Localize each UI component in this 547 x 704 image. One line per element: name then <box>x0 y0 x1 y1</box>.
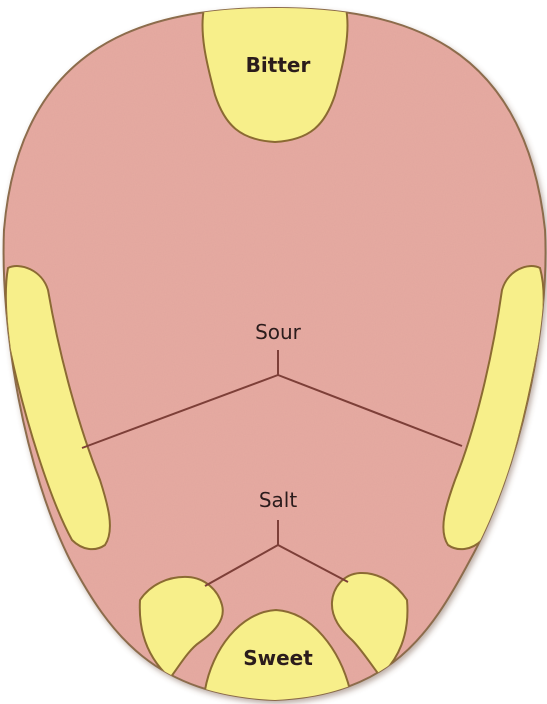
salt-label: Salt <box>259 488 298 512</box>
bitter-label: Bitter <box>246 53 311 77</box>
sour-label: Sour <box>255 320 302 344</box>
sweet-label: Sweet <box>243 646 313 670</box>
